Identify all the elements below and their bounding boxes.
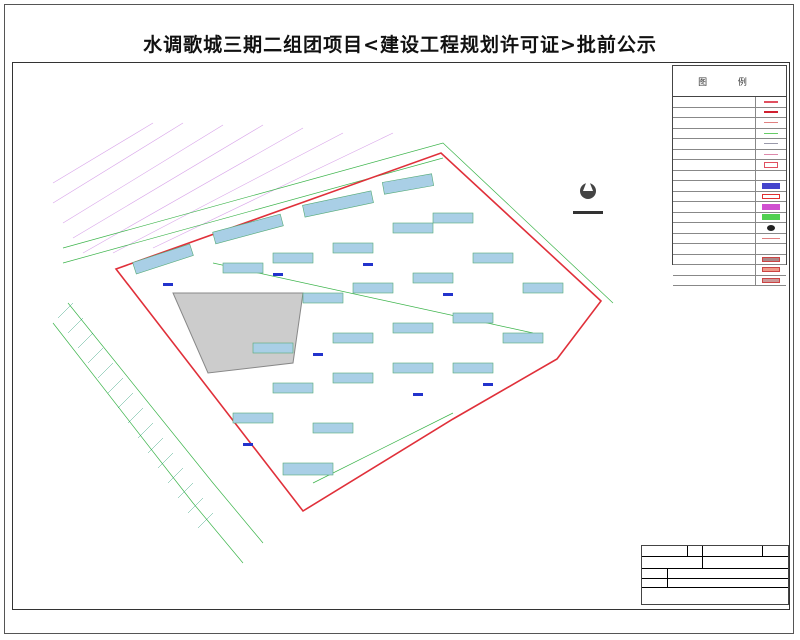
legend-row (673, 97, 786, 108)
legend-symbol (764, 132, 778, 134)
legend-symbol (762, 256, 780, 262)
legend-row (673, 107, 786, 118)
legend-heading: 图 例 (673, 66, 786, 97)
legend-row (673, 212, 786, 223)
annotation-marks (163, 263, 493, 446)
site-boundary (114, 152, 603, 513)
legend-row (673, 118, 786, 129)
legend-row (673, 149, 786, 160)
hatch-lines (52, 122, 394, 254)
legend-symbol (762, 237, 780, 239)
legend-symbol (762, 203, 780, 210)
legend-symbol (762, 193, 780, 199)
legend-symbol (762, 277, 780, 283)
legend-symbol (767, 224, 775, 231)
road-lines (52, 142, 614, 564)
legend-symbol (762, 182, 780, 189)
buildings (132, 173, 564, 476)
legend-symbol (764, 143, 778, 145)
legend-row (673, 181, 786, 192)
drawing-frame (4, 4, 794, 634)
plaza-area (172, 292, 304, 374)
legend-symbol (764, 100, 778, 103)
plan-area (12, 62, 790, 610)
legend-row (673, 191, 786, 202)
legend-row (673, 139, 786, 150)
legend-row (673, 128, 786, 139)
legend-symbol (764, 161, 778, 168)
legend-row (673, 265, 786, 276)
site-plan (52, 122, 614, 564)
legend-symbol (764, 111, 778, 114)
legend-row (673, 275, 786, 286)
legend-row (673, 233, 786, 244)
legend-row (673, 202, 786, 213)
legend-symbol (764, 122, 778, 124)
parking-stripes (57, 302, 214, 529)
legend-symbol (762, 214, 780, 221)
legend-row (673, 244, 786, 255)
legend-symbol (764, 153, 778, 155)
legend: 图 例 (672, 65, 787, 286)
legend-symbol (762, 267, 780, 273)
legend-row (673, 170, 786, 181)
page-title: 水调歌城三期二组团项目<建设工程规划许可证>批前公示 (143, 34, 657, 56)
legend-row (673, 223, 786, 234)
title-block-table (641, 545, 789, 605)
legend-row (673, 254, 786, 265)
north-arrow-icon (573, 178, 603, 214)
legend-row (673, 160, 786, 171)
